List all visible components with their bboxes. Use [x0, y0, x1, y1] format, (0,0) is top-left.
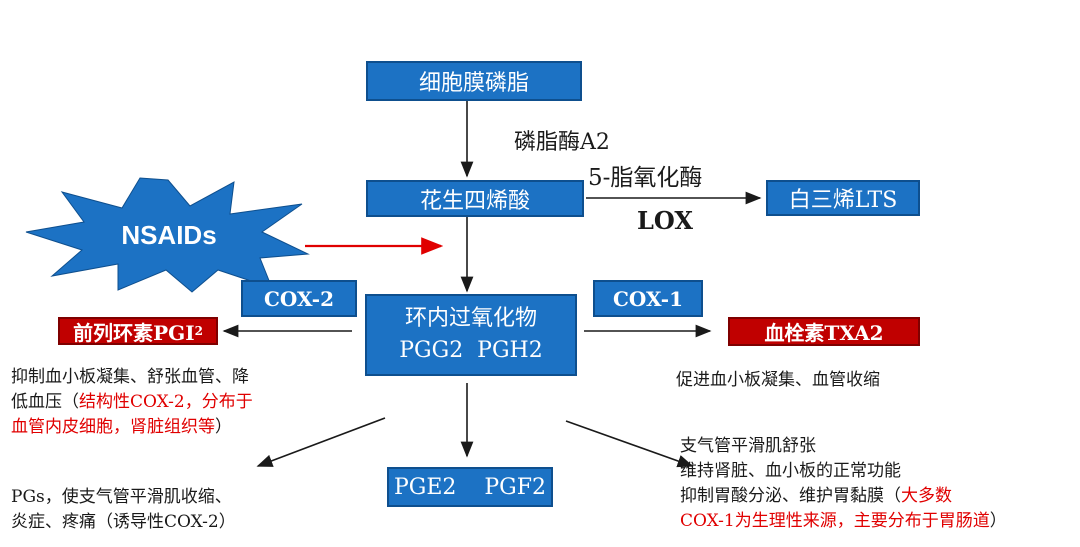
node-cyclic-sublabel: PGG2 PGH2	[399, 338, 543, 363]
node-membrane-phospholipid: 细胞膜磷脂	[366, 61, 582, 101]
cox1-label-box: COX-1	[593, 280, 703, 317]
cox1-effects-line1: 支气管平滑肌舒张	[680, 436, 816, 456]
node-leukotriene-label: 白三烯LTS	[788, 188, 898, 213]
pgs-effects-line1: PGs，使支气管平滑肌收缩、	[11, 487, 232, 507]
lipoxygenase-label: 5-脂氧化酶	[588, 165, 703, 191]
pgs-effects: PGs，使支气管平滑肌收缩、 炎症、疼痛（诱导性COX-2）	[11, 485, 236, 535]
arrow-cyclic-to-pgs	[256, 417, 386, 467]
cox1-effects-line4: COX-1为生理性来源，主要分布于胃肠道）	[680, 511, 1007, 531]
pgs-effects-line2: 炎症、疼痛（诱导性COX-2）	[11, 512, 236, 532]
node-thromboxane-label: 血栓素TXA2	[764, 321, 884, 345]
node-arachidonic-label: 花生四烯酸	[419, 188, 530, 214]
prostacyclin-effects-line3: 血管内皮细胞，肾脏组织等）	[11, 417, 232, 437]
cox2-label-box: COX-2	[241, 280, 357, 317]
node-cyclic-endoperoxide: 环内过氧化物 PGG2 PGH2	[365, 294, 577, 376]
nsaids-starburst: NSAIDs	[25, 177, 310, 293]
nsaids-label: NSAIDs	[121, 220, 216, 250]
prostacyclin-effects: 抑制血小板凝集、舒张血管、降 低血压（结构性COX-2，分布于 血管内皮细胞，肾…	[11, 365, 253, 440]
node-cyclic-label: 环内过氧化物	[404, 306, 537, 331]
node-thromboxane: 血栓素TXA2	[728, 317, 920, 346]
arrow-cyclic-to-cox1-effects	[565, 420, 694, 468]
thromboxane-effects: 促进血小板凝集、血管收缩	[676, 370, 880, 390]
node-membrane-label: 细胞膜磷脂	[418, 71, 529, 96]
lox-label: LOX	[637, 206, 693, 235]
node-pge-pgf: PGE2 PGF2	[387, 467, 553, 507]
node-arachidonic-acid: 花生四烯酸	[366, 180, 584, 217]
cox1-label: COX-1	[612, 286, 683, 311]
cox2-label: COX-2	[263, 286, 334, 311]
prostacyclin-effects-line1: 抑制血小板凝集、舒张血管、降	[11, 367, 249, 387]
cox1-effects-line3: 抑制胃酸分泌、维护胃黏膜（大多数	[680, 486, 952, 506]
node-pge-label: PGE2 PGF2	[393, 474, 547, 500]
prostacyclin-effects-line2: 低血压（结构性COX-2，分布于	[11, 392, 253, 412]
cox1-effects: 支气管平滑肌舒张 维持肾脏、血小板的正常功能 抑制胃酸分泌、维护胃黏膜（大多数 …	[680, 434, 1007, 534]
phospholipase-a2-label: 磷脂酶A2	[514, 130, 610, 155]
node-prostacyclin-label: 前列环素PGI	[73, 320, 195, 345]
cox1-effects-line2: 维持肾脏、血小板的正常功能	[680, 461, 901, 481]
node-leukotriene: 白三烯LTS	[766, 180, 920, 216]
node-prostacyclin-subscript: 2	[194, 324, 203, 338]
